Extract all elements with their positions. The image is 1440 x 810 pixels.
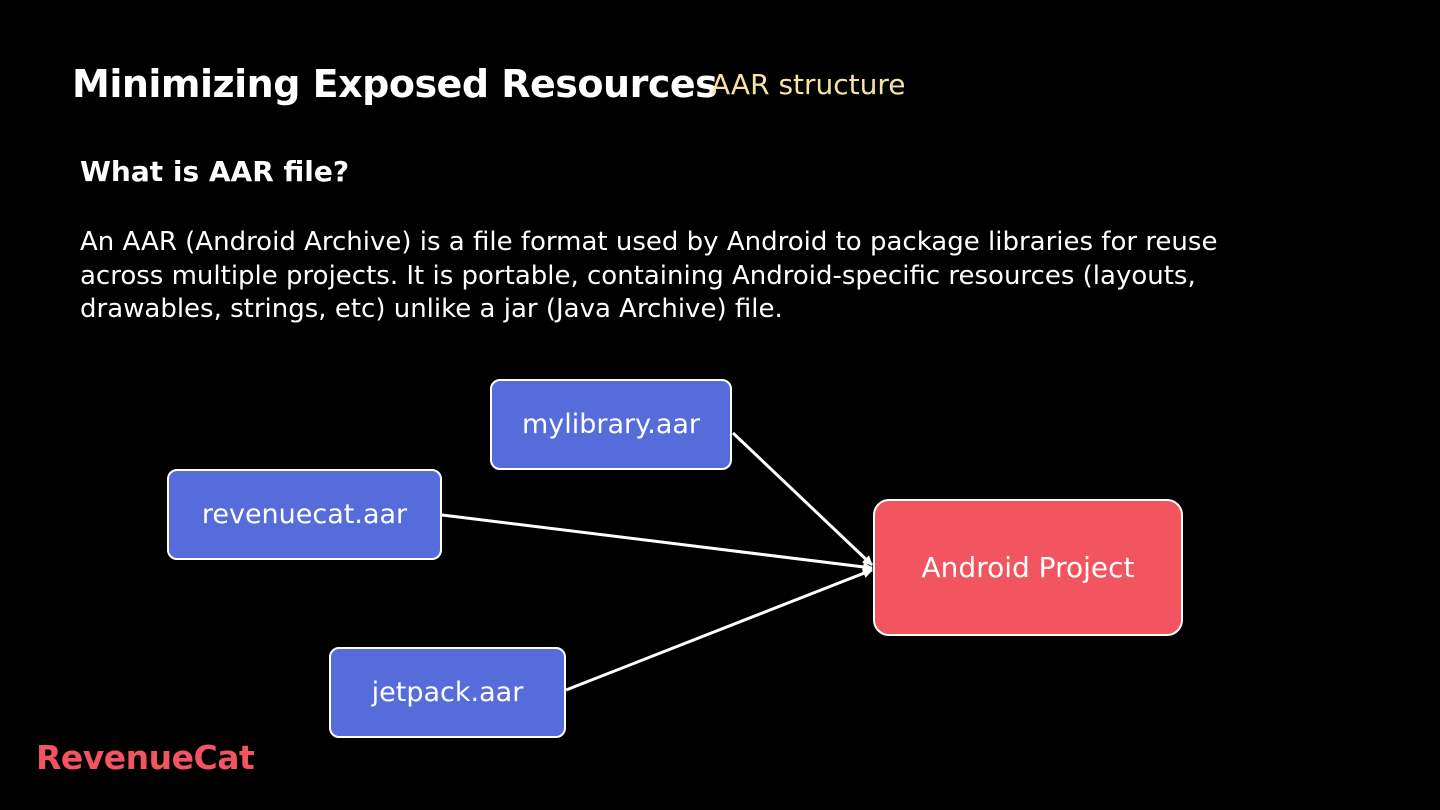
slide-title: Minimizing Exposed Resources [72,62,718,106]
node-jetpack-aar: jetpack.aar [329,647,566,738]
node-revenuecat-aar: revenuecat.aar [167,469,442,560]
edge-mylibrary-to-android-project [731,431,874,567]
revenuecat-logo: RevenueCat [36,738,255,777]
section-heading: What is AAR file? [80,155,350,188]
node-mylibrary-aar: mylibrary.aar [490,379,732,470]
edge-revenuecat-to-android-project [441,513,873,572]
edge-jetpack-to-android-project [565,568,873,692]
slide-subtitle: AAR structure [711,68,906,101]
node-android-project: Android Project [873,499,1183,636]
description-paragraph: An AAR (Android Archive) is a file forma… [80,227,1218,324]
